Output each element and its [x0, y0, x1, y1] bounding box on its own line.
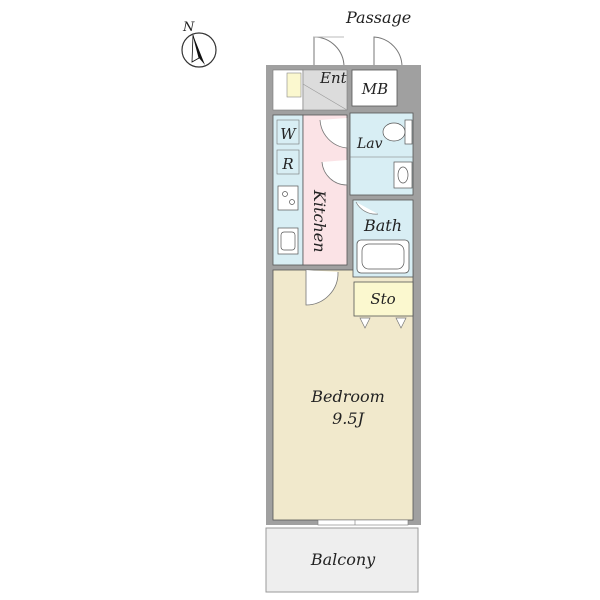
- closet-r-label: R: [281, 155, 293, 173]
- bedroom-door: [305, 270, 339, 306]
- meter-box: [351, 69, 398, 107]
- meter-box-label: MB: [361, 80, 388, 98]
- closet-w-label: W: [280, 125, 297, 143]
- stove-icon: [277, 185, 299, 211]
- bath-door-swing: [355, 201, 379, 215]
- entrance-double-door: [313, 36, 403, 68]
- washbasin-icon: [393, 161, 413, 189]
- bath-label: Bath: [363, 216, 402, 235]
- entrance-label: Ent: [319, 69, 348, 87]
- bedroom-label: Bedroom: [310, 387, 385, 406]
- kitchen-door-swings: [319, 118, 348, 186]
- sink-icon: [277, 227, 299, 255]
- compass-needle-icon: [193, 35, 205, 65]
- passage-label: Passage: [345, 8, 411, 27]
- kitchen-label: Kitchen: [310, 189, 329, 253]
- balcony: [265, 527, 419, 593]
- bathtub-icon: [356, 239, 410, 274]
- storage-door-marks: [359, 317, 407, 329]
- closet-r: [276, 149, 300, 175]
- balcony-window: [317, 519, 409, 526]
- compass-label: N: [182, 20, 195, 35]
- closet-w: [276, 119, 300, 145]
- balcony-label: Balcony: [310, 550, 376, 569]
- shoe-box: [286, 72, 302, 98]
- storage-label: Sto: [370, 290, 395, 308]
- bedroom-size-label: 9.5J: [332, 409, 365, 428]
- toilet-icon: [382, 119, 413, 145]
- compass-needle-shadow: [191, 34, 200, 63]
- lavatory-label: Lav: [356, 136, 383, 152]
- north-compass: N: [181, 20, 217, 68]
- storage: [353, 281, 414, 317]
